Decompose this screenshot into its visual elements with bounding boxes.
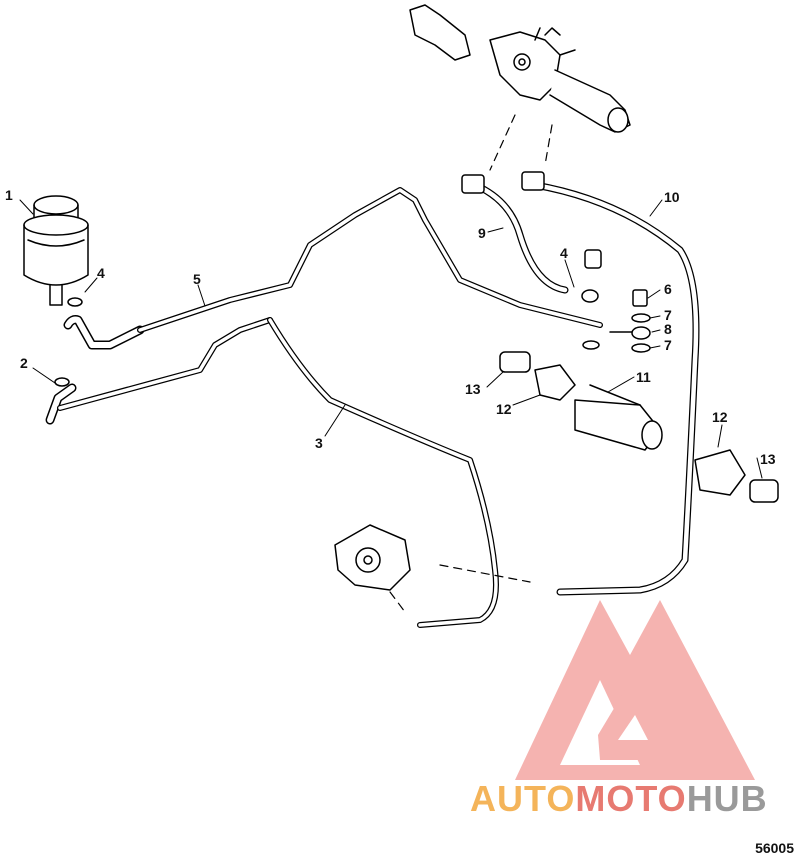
callout-7-lower: 7 [664,337,672,353]
callout-5: 5 [193,271,201,287]
coupler-set-left [499,351,576,401]
watermark-logo [515,600,755,780]
callout-2: 2 [20,355,28,371]
watermark-moto: MOTO [575,778,687,819]
lower-line [57,317,273,411]
callout-4-right: 4 [560,245,568,261]
coupler-set-right [694,449,779,503]
cooler [574,384,663,451]
watermark-text: AUTOMOTOHUB [470,778,768,820]
callout-12-right: 12 [712,409,728,425]
watermark-auto: AUTO [470,778,576,819]
fittings [54,249,651,387]
callout-9: 9 [478,225,486,241]
callout-8: 8 [664,321,672,337]
callout-6: 6 [664,281,672,297]
callout-7-upper: 7 [664,307,672,323]
callout-12-left: 12 [496,401,512,417]
reservoir [23,195,89,306]
callout-13-left: 13 [465,381,481,397]
callout-11: 11 [636,369,651,385]
steering-gear [409,4,631,133]
callout-10: 10 [664,189,680,205]
callout-3: 3 [315,435,323,451]
watermark-hub: HUB [686,778,768,819]
callout-13-right: 13 [760,451,776,467]
callout-1: 1 [5,187,13,203]
power-steering-pump [334,524,411,591]
figure-number: 56005 [755,840,794,856]
callout-4-left: 4 [97,265,105,281]
